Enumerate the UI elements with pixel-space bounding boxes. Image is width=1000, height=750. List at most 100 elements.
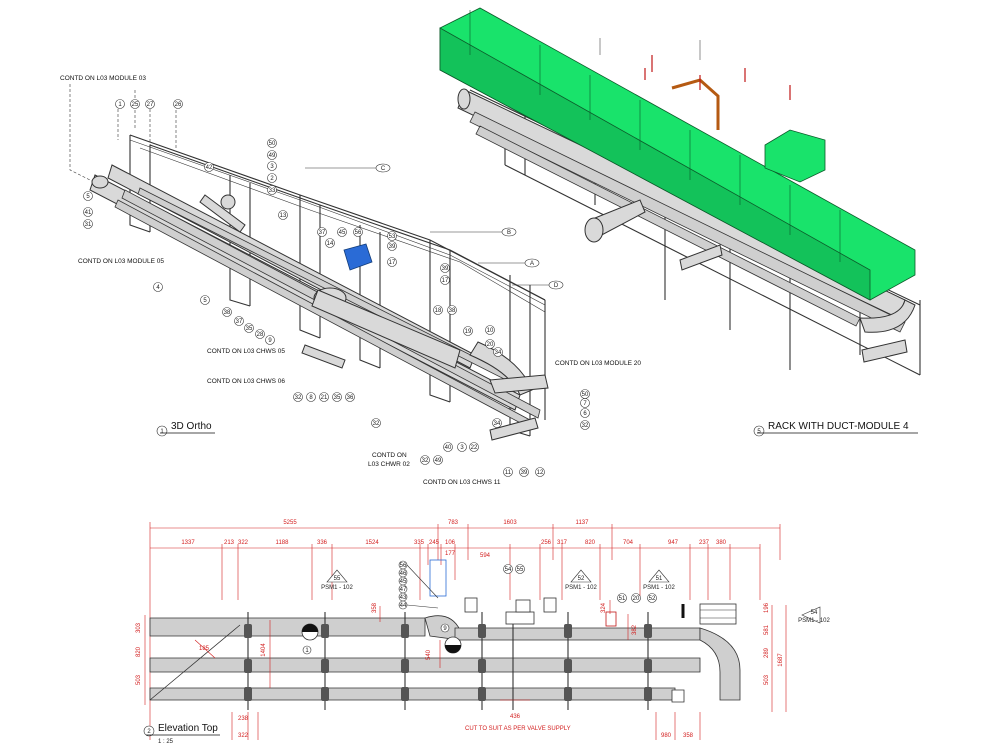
dim-196: 196 [764, 602, 770, 613]
etag-44: 44 [400, 603, 407, 609]
section-52-num: 52 [578, 576, 585, 582]
tag-56: 56 [355, 230, 362, 236]
tag-34b: 34 [494, 421, 501, 427]
grid-bubble-c: C [381, 166, 386, 172]
grid-bubble [375, 163, 391, 173]
section-55-num: 55 [334, 576, 341, 582]
dim-overall-r2: 1137 [576, 520, 590, 526]
etag-43: 43 [400, 595, 407, 601]
elevation-tags: 56 46 45 47 43 44 54 55 51 20 52 1 9 [302, 560, 657, 655]
dim-overall-r1: 1603 [503, 520, 517, 526]
note-contd-module03: CONTD ON L03 MODULE 03 [60, 75, 146, 82]
dim-177: 177 [445, 551, 456, 557]
grid-bubble-d: D [554, 283, 559, 289]
dim-317: 317 [557, 540, 568, 546]
tag-39c: 39 [521, 470, 528, 476]
tag-25: 25 [132, 102, 139, 108]
tag-12: 12 [537, 470, 544, 476]
dim-704: 704 [623, 540, 634, 546]
tag-42: 42 [206, 165, 213, 171]
etag-46: 46 [400, 571, 407, 577]
section-51-sheet: PSM1 - 102 [643, 585, 675, 591]
tag-11: 11 [505, 470, 512, 476]
dim-238: 238 [238, 716, 249, 722]
tag-39b: 39 [442, 266, 449, 272]
ortho-pipes [89, 139, 549, 441]
tag-53: 53 [389, 234, 396, 240]
tag-1: 1 [118, 102, 122, 108]
grid-bubble-a: A [530, 261, 534, 267]
elevation-view: 5255 783 1603 1137 1337 213 322 1188 336… [136, 520, 831, 745]
dim-820: 820 [585, 540, 596, 546]
tag-38: 38 [449, 308, 456, 314]
etag-54: 54 [505, 567, 512, 573]
section-marks: 55 PSM1 - 102 52 PSM1 - 102 51 PSM1 - 10… [321, 569, 831, 624]
dim-503: 503 [136, 674, 142, 685]
etag-52: 52 [649, 596, 656, 602]
elevation-supports [244, 559, 737, 710]
section-55-sheet: PSM1 - 102 [321, 585, 353, 591]
section-54-num: 54 [811, 610, 818, 616]
tag-41: 41 [85, 210, 92, 216]
dim-820v: 820 [136, 646, 142, 657]
note-contd-module05: CONTD ON L03 MODULE 05 [78, 258, 164, 265]
dim-1188: 1188 [276, 540, 290, 546]
dim-336: 336 [317, 540, 328, 546]
tag-22: 22 [471, 445, 478, 451]
tag-50: 50 [269, 141, 276, 147]
dim-947: 947 [668, 540, 679, 546]
dim-289: 289 [764, 647, 770, 658]
tag-3b: 3 [460, 445, 464, 451]
dim-213: 213 [224, 540, 235, 546]
dim-256: 256 [541, 540, 552, 546]
duct-view-number: 5 [757, 429, 761, 435]
grid-bubble-b: B [507, 230, 511, 236]
view-title-rack-with-duct: RACK WITH DUCT-MODULE 4 [768, 421, 909, 432]
tag-13: 13 [280, 213, 287, 219]
tag-5b: 5 [203, 298, 207, 304]
note-l03-chwr02: L03 CHWR 02 [368, 461, 410, 468]
tag-18: 18 [435, 308, 442, 314]
grid-bubble [524, 258, 540, 268]
tag-17: 17 [389, 260, 396, 266]
etag-47: 47 [400, 587, 407, 593]
dim-436: 436 [510, 714, 521, 720]
tag-27: 27 [147, 102, 154, 108]
section-51-num: 51 [656, 576, 663, 582]
etag-9: 9 [443, 626, 447, 632]
elevation-view-number: 2 [147, 729, 151, 735]
dim-358: 358 [372, 602, 378, 613]
note-cut-to-suit: CUT TO SUIT AS PER VALVE SUPPLY [465, 726, 571, 732]
tag-4: 4 [156, 285, 160, 291]
orange-pipe [671, 78, 720, 130]
note-contd-chws06: CONTD ON L03 CHWS 06 [207, 378, 285, 385]
grid-bubble [501, 227, 517, 237]
view-scale: 1 : 25 [158, 739, 174, 745]
elevation-pipes [149, 615, 741, 701]
dim-1524: 1524 [365, 540, 379, 546]
dim-1404: 1404 [261, 643, 267, 657]
tag-37b: 37 [236, 319, 243, 325]
dim-503b: 503 [764, 674, 770, 685]
duct-view: 5 RACK WITH DUCT-MODULE 4 [439, 7, 921, 437]
view-number-circle [156, 425, 168, 437]
etag-56: 56 [400, 563, 407, 569]
note-contd-on: CONTD ON [372, 452, 407, 459]
note-contd-chws11: CONTD ON L03 CHWS 11 [423, 479, 501, 486]
dim-245: 245 [429, 540, 440, 546]
tag-20: 20 [487, 342, 494, 348]
note-contd-chws05: CONTD ON L03 CHWS 05 [207, 348, 285, 355]
dim-303: 303 [136, 622, 142, 633]
dim-382: 382 [632, 624, 638, 635]
tag-8: 8 [309, 395, 313, 401]
tag-38b: 38 [224, 310, 231, 316]
view-number: 1 [160, 429, 164, 435]
dim-594: 594 [480, 553, 491, 559]
etag-45: 45 [400, 579, 407, 585]
tag-33: 33 [269, 188, 276, 194]
dim-540: 540 [426, 649, 432, 660]
tag-9: 9 [268, 338, 272, 344]
dim-335: 335 [414, 540, 425, 546]
tag-32b: 32 [422, 458, 429, 464]
